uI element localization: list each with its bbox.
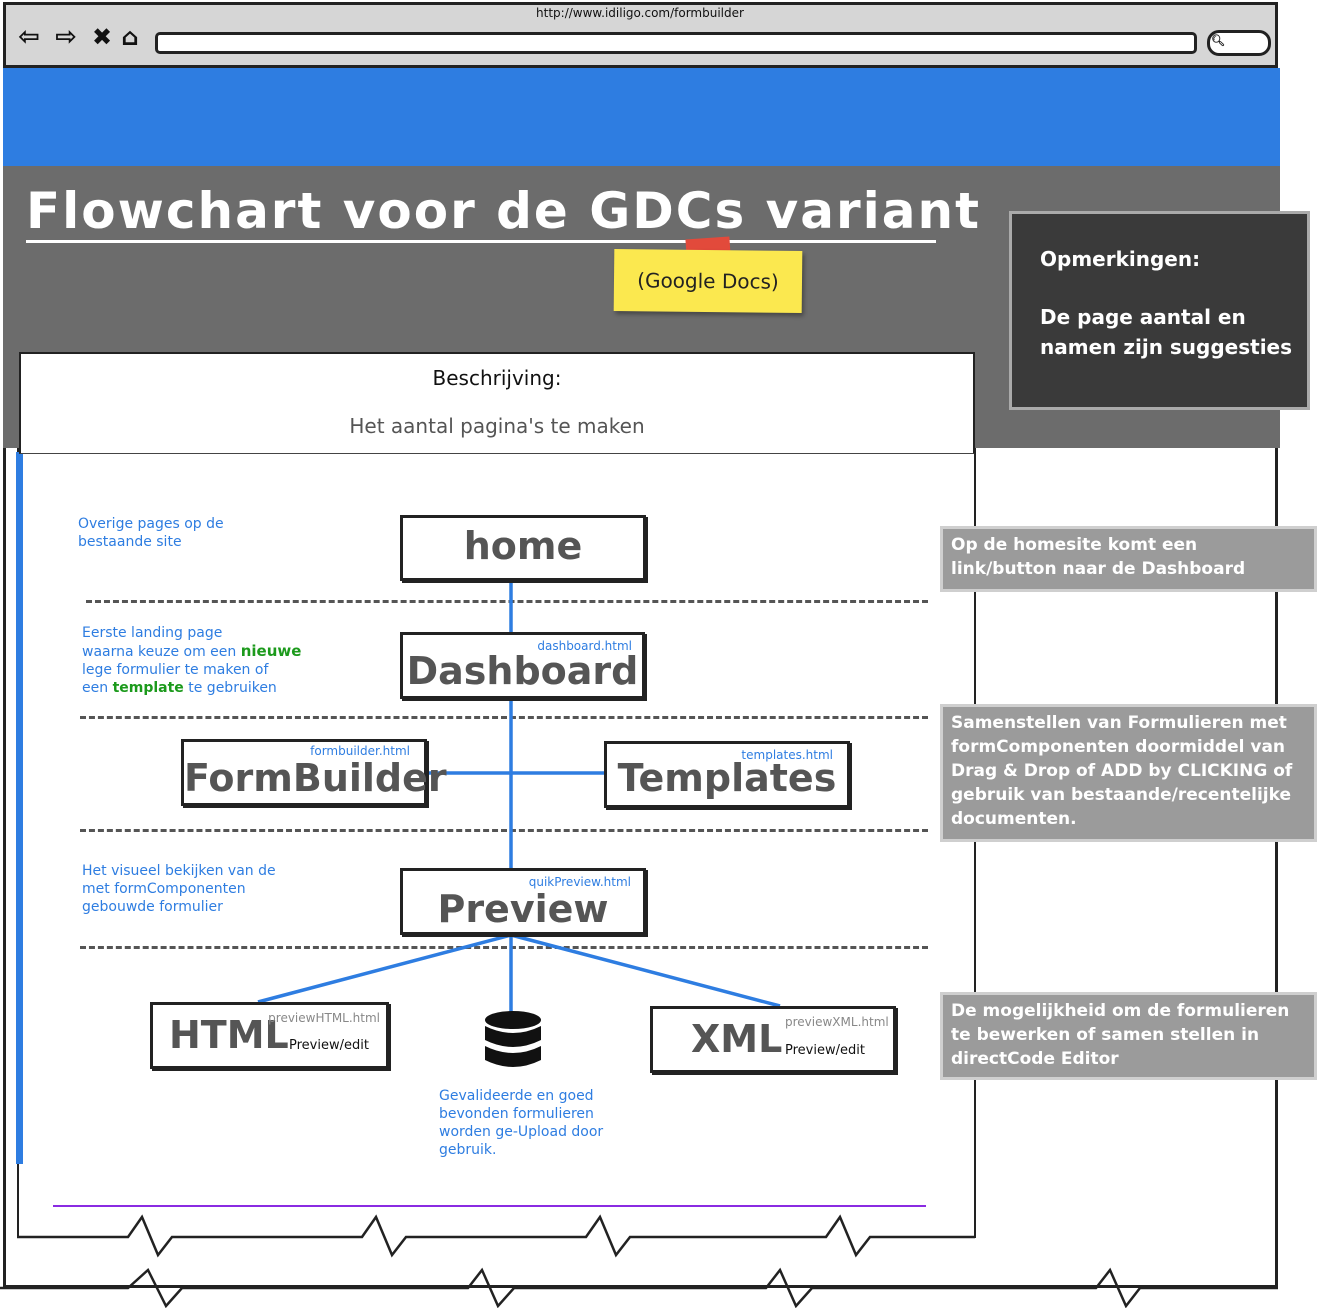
url-label: http://www.idiligo.com/formbuilder (536, 6, 744, 20)
node-templates-file: templates.html (741, 748, 833, 762)
description-box: Beschrijving: Het aantal pagina's te mak… (19, 352, 975, 454)
title-underline (26, 240, 936, 243)
node-html-sub: Preview/edit (289, 1038, 369, 1053)
close-icon[interactable]: ✖ (91, 23, 113, 51)
node-home: home (400, 515, 646, 581)
search-input[interactable] (1207, 30, 1271, 56)
section-divider (80, 716, 928, 719)
node-dashboard: dashboard.html Dashboard (400, 632, 645, 699)
remarks-body: De page aantal en namen zijn suggesties (1040, 305, 1293, 359)
section-divider (80, 829, 928, 832)
note-dashboard-line: waarna keuze om een nieuwe (82, 642, 312, 661)
connector-preview-xml (510, 933, 781, 1008)
search-icon: 🔍︎ (1211, 34, 1225, 47)
note-dashboard-line: lege formulier te maken of (82, 662, 269, 678)
node-templates-label: Templates (617, 756, 837, 800)
node-xml-label: XML (691, 1017, 783, 1061)
node-formbuilder: formbuilder.html FormBuilder (181, 739, 447, 806)
highlight-template: template (112, 680, 184, 696)
node-preview-file: quikPreview.html (528, 875, 631, 889)
node-formbuilder-label: FormBuilder (184, 756, 447, 800)
note-home: Overige pages op de bestaande site (78, 516, 224, 550)
highlight-nieuwe: nieuwe (240, 642, 302, 660)
note-dashboard-line: Eerste landing page (82, 625, 223, 641)
left-accent-rule (16, 452, 23, 1164)
arrow-right-icon[interactable]: ⇨ (55, 22, 77, 52)
bottom-rule (53, 1205, 926, 1207)
node-xml-file: previewXML.html (785, 1015, 889, 1029)
torn-edge (0, 1214, 1278, 1308)
node-preview-label: Preview (437, 887, 609, 931)
description-heading: Beschrijving: (432, 366, 562, 390)
node-home-label: home (463, 524, 583, 568)
note-dashboard-text: waarna keuze om een (82, 644, 237, 660)
callout-code-editor: De mogelijkheid om de formulieren te bew… (940, 992, 1317, 1080)
node-html: HTML previewHTML.html Preview/edit (150, 1002, 389, 1069)
callout-formbuilder: Samenstellen van Formulieren met formCom… (940, 704, 1317, 842)
database-icon (485, 1011, 541, 1067)
node-html-file: previewHTML.html (268, 1011, 380, 1025)
arrow-left-icon[interactable]: ⇦ (18, 22, 40, 52)
description-body: Het aantal pagina's te maken (349, 414, 645, 438)
note-dashboard-text: een (82, 680, 109, 696)
note-dashboard-line: een template te gebruiken (82, 679, 312, 697)
remarks-box: Opmerkingen: De page aantal en namen zij… (1009, 211, 1310, 410)
section-divider (86, 600, 928, 603)
home-icon[interactable]: ⌂ (121, 23, 139, 51)
node-xml: XML previewXML.html Preview/edit (650, 1006, 896, 1073)
page-title: Flowchart voor de GDCs variant (26, 182, 982, 240)
connector-preview-html (257, 933, 512, 1004)
note-preview: Het visueel bekijken van de met formComp… (82, 863, 276, 915)
blue-banner (3, 68, 1280, 166)
note-database: Gevalideerde en goed bevonden formuliere… (439, 1088, 604, 1158)
node-preview: quikPreview.html Preview (400, 868, 646, 935)
node-templates: templates.html Templates (604, 741, 850, 808)
node-formbuilder-file: formbuilder.html (310, 744, 410, 758)
node-dashboard-file: dashboard.html (537, 639, 632, 653)
address-bar[interactable] (155, 32, 1197, 54)
remarks-title: Opmerkingen: (1040, 247, 1201, 271)
section-divider (80, 946, 928, 949)
node-dashboard-label: Dashboard (406, 649, 639, 693)
callout-home: Op de homesite komt een link/button naar… (940, 526, 1317, 592)
note-dashboard-text: te gebruiken (188, 680, 277, 696)
note-dashboard: Eerste landing page waarna keuze om een … (82, 624, 312, 697)
node-xml-sub: Preview/edit (785, 1043, 865, 1058)
node-html-label: HTML (169, 1013, 289, 1057)
